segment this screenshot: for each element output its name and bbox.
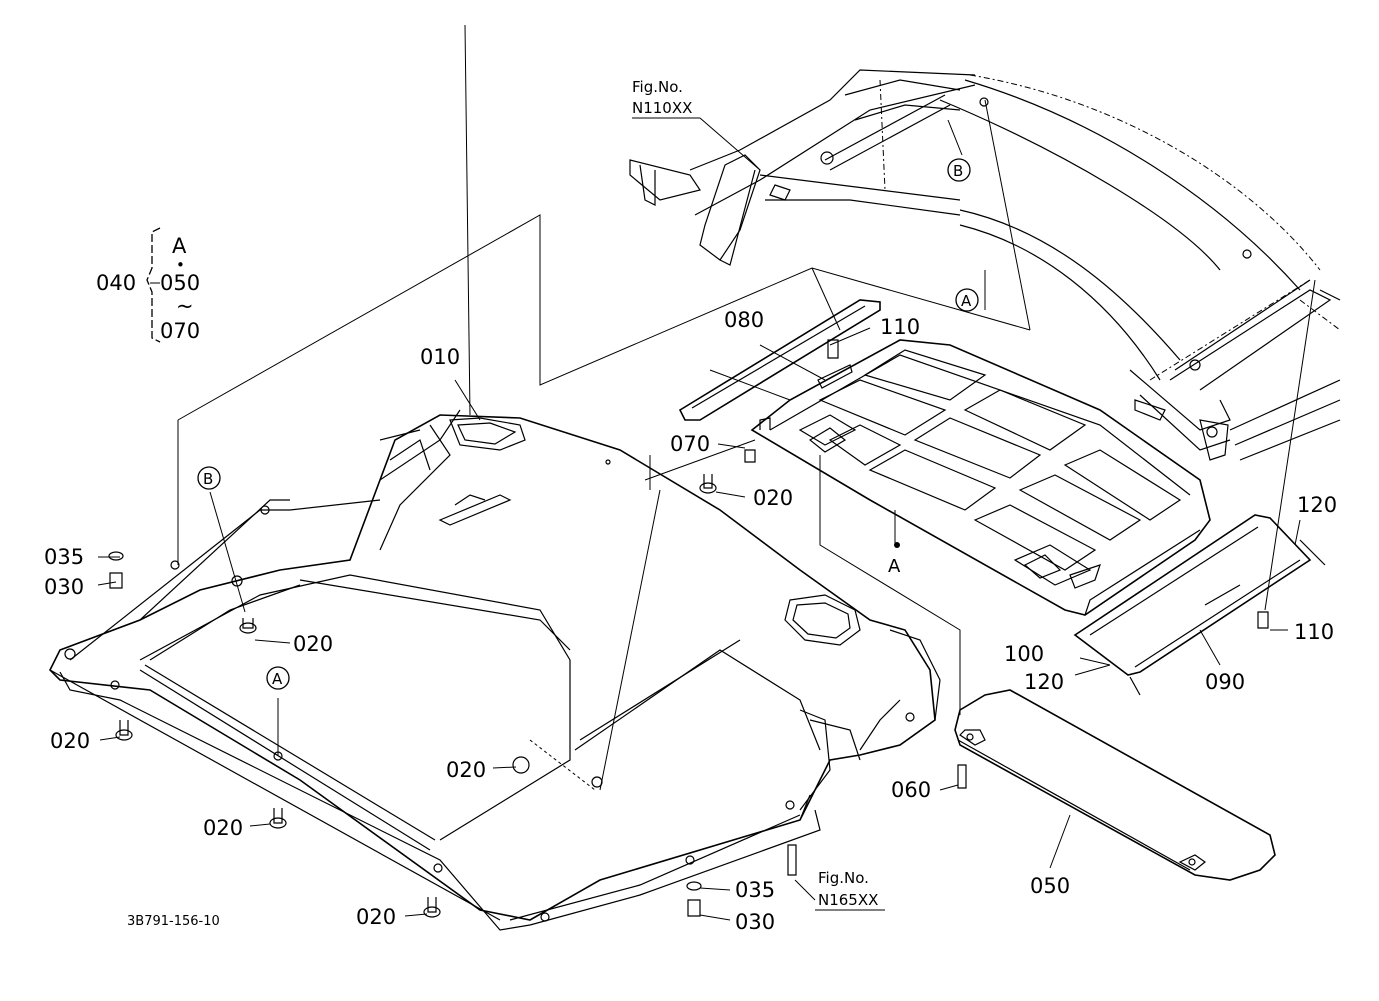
callout-circle-b-right: B: [947, 158, 971, 182]
part-label-010[interactable]: 010: [420, 345, 460, 369]
part-label-035-bottom[interactable]: 035: [735, 878, 775, 902]
part-label-100[interactable]: 100: [1004, 642, 1044, 666]
ref-point-a: [894, 542, 900, 548]
callout-circle-a-left: A: [266, 666, 290, 690]
part-label-050[interactable]: 050: [1030, 874, 1070, 898]
leader-lines: [97, 24, 1316, 921]
fig-ref-top-label: Fig.No.: [632, 78, 683, 96]
part-label-020-center[interactable]: 020: [446, 758, 486, 782]
part-label-080[interactable]: 080: [724, 308, 764, 332]
bracket-item-070: 070: [160, 319, 200, 343]
fig-ref-bottom-value[interactable]: N165XX: [818, 891, 878, 909]
part-label-060[interactable]: 060: [891, 778, 931, 802]
part-label-020-left[interactable]: 020: [50, 729, 90, 753]
svg-text:B: B: [953, 162, 963, 180]
bracket-separator-dot: •: [176, 256, 185, 274]
part-label-035-left[interactable]: 035: [44, 545, 84, 569]
bracket-parent-label: 040: [96, 271, 136, 295]
fig-ref-top-value[interactable]: N110XX: [632, 99, 692, 117]
rail-080[interactable]: [678, 299, 881, 421]
headliner-010[interactable]: [49, 409, 941, 931]
svg-text:A: A: [961, 292, 972, 310]
part-label-120-top[interactable]: 120: [1297, 493, 1337, 517]
part-label-070[interactable]: 070: [670, 432, 710, 456]
part-label-020-bottom[interactable]: 020: [356, 905, 396, 929]
bracket-item-a: A: [172, 234, 187, 258]
fastener-clip: [108, 339, 1269, 918]
part-label-110-right[interactable]: 110: [1294, 620, 1334, 644]
rail-090[interactable]: [1073, 514, 1326, 696]
part-label-090[interactable]: 090: [1205, 670, 1245, 694]
part-label-030-left[interactable]: 030: [44, 575, 84, 599]
bracket-range-symbol: ~: [176, 294, 194, 318]
part-label-030-bottom[interactable]: 030: [735, 910, 775, 934]
fig-ref-bottom-label: Fig.No.: [818, 869, 869, 887]
part-label-020-right[interactable]: 020: [753, 486, 793, 510]
ref-label-a: A: [888, 556, 901, 577]
callout-circle-b-left: B: [197, 466, 221, 490]
part-label-020-center-left[interactable]: 020: [293, 632, 333, 656]
part-label-120-bottom[interactable]: 120: [1024, 670, 1064, 694]
sun-visor-050[interactable]: [954, 689, 1276, 881]
roof-frame-assembly: [629, 69, 1341, 461]
callout-circle-a-right: A: [955, 288, 979, 312]
svg-text:B: B: [203, 470, 213, 488]
bracket-group-040: 040 A • 050 ~ 070: [96, 227, 200, 343]
mesh-tray[interactable]: [750, 339, 1211, 616]
document-id: 3B791-156-10: [127, 914, 220, 929]
part-label-110-top[interactable]: 110: [880, 315, 920, 339]
part-label-020-lower-left[interactable]: 020: [203, 816, 243, 840]
bracket-item-050: 050: [160, 271, 200, 295]
svg-text:A: A: [272, 670, 283, 688]
